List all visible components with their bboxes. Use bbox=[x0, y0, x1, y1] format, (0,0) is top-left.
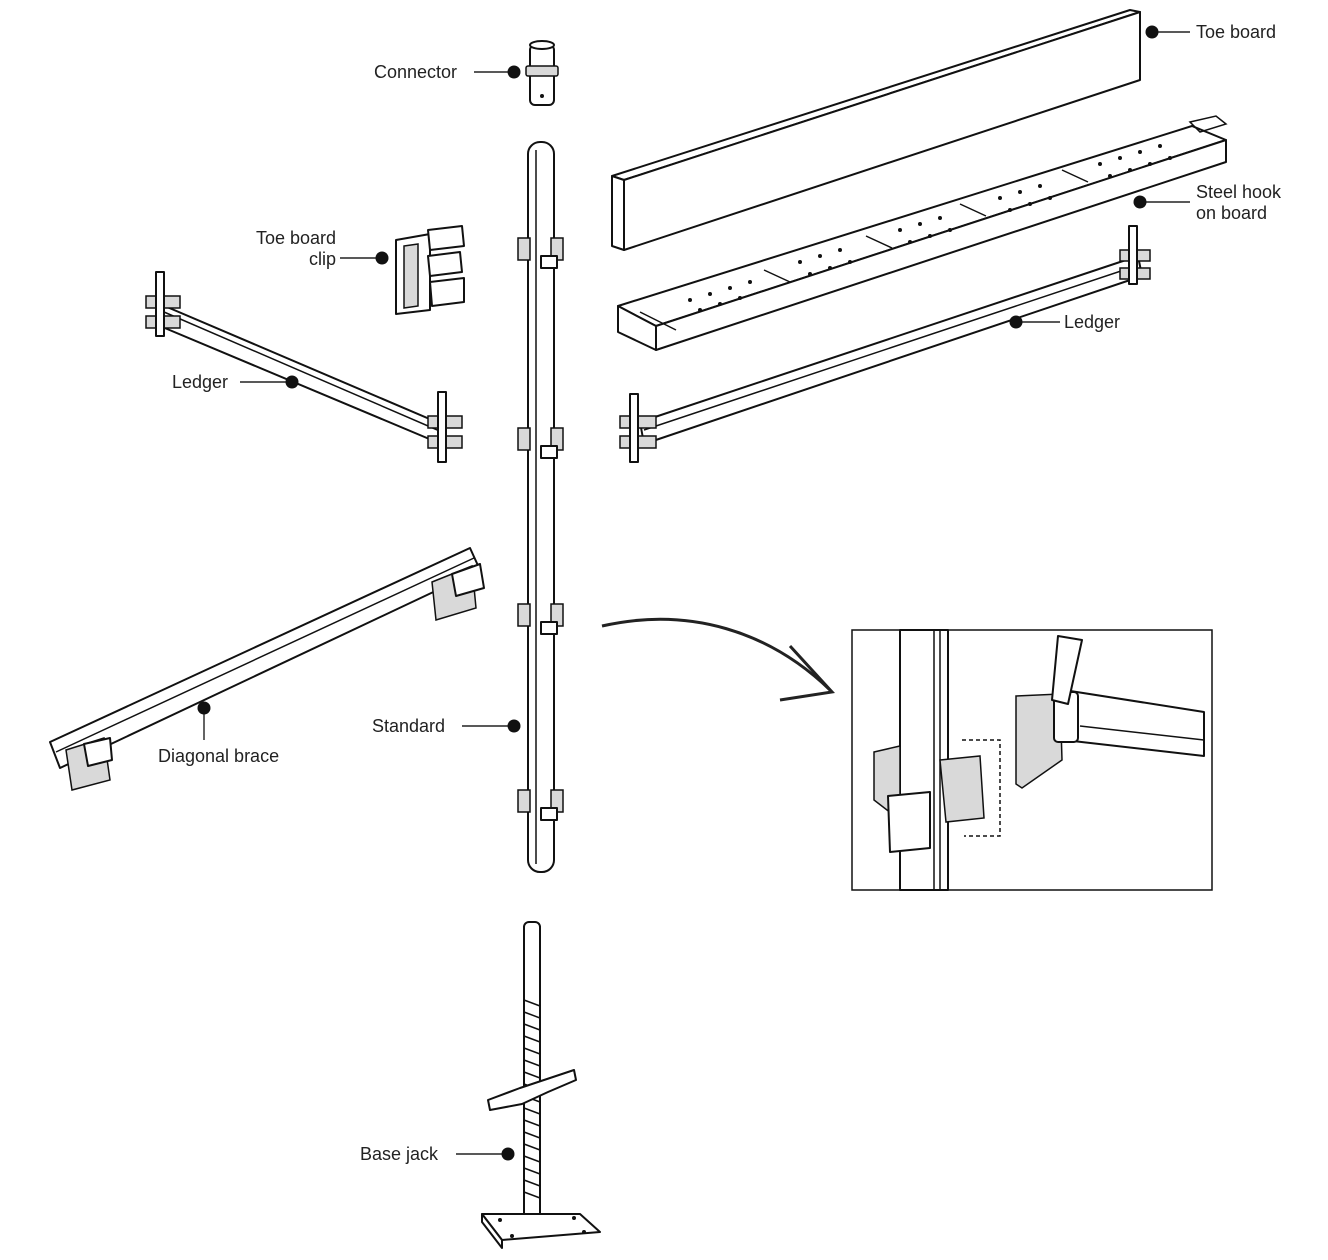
ledger-left-end-a bbox=[145, 271, 181, 337]
label-diagonal-brace: Diagonal brace bbox=[158, 746, 280, 766]
leader-connector bbox=[474, 65, 521, 79]
standard-cup-1 bbox=[517, 237, 564, 269]
leader-toe-board bbox=[1145, 25, 1190, 39]
inset-ledger-end bbox=[1015, 635, 1205, 789]
label-toe-board: Toe board bbox=[1196, 22, 1277, 42]
leader-base-jack bbox=[456, 1147, 515, 1161]
leader-toe-board-clip bbox=[340, 251, 389, 265]
leader-ledger-left bbox=[240, 375, 299, 389]
leader-steel-hook bbox=[1133, 195, 1190, 209]
steel-board-perforations bbox=[688, 144, 1172, 312]
label-ledger-right: Ledger bbox=[1064, 312, 1121, 332]
ledger-left-end-b bbox=[427, 391, 463, 463]
detail-arrow bbox=[601, 617, 835, 702]
label-ledger-left: Ledger bbox=[172, 372, 229, 392]
standard-cup-4 bbox=[517, 789, 564, 821]
toe-board-clip-part bbox=[395, 225, 465, 315]
leader-ledger-right bbox=[1009, 315, 1060, 329]
leader-diagonal-brace bbox=[197, 701, 211, 740]
label-steel-hook-line2: on board bbox=[1196, 203, 1268, 223]
label-base-jack: Base jack bbox=[360, 1144, 439, 1164]
connector-part bbox=[525, 40, 559, 106]
label-toe-board-clip-line2: clip bbox=[308, 249, 336, 269]
ledger-right-part bbox=[619, 225, 1151, 463]
leader-standard bbox=[462, 719, 521, 733]
ledger-right-end-b bbox=[1119, 225, 1151, 285]
label-steel-hook-line1: Steel hook bbox=[1196, 182, 1282, 202]
standard-part bbox=[517, 141, 564, 873]
diagonal-brace-end-a bbox=[65, 737, 113, 791]
standard-cup-2 bbox=[517, 427, 564, 459]
diagonal-brace-end-b bbox=[431, 563, 485, 621]
steel-board-part bbox=[617, 115, 1228, 351]
ledger-right-end-a bbox=[619, 393, 657, 463]
standard-cup-3 bbox=[517, 603, 564, 635]
inset-cup bbox=[873, 739, 1001, 853]
base-jack-part bbox=[481, 921, 601, 1249]
diagonal-brace-part bbox=[49, 547, 485, 791]
label-toe-board-clip-line1: Toe board bbox=[255, 228, 336, 248]
label-standard: Standard bbox=[372, 716, 446, 736]
detail-inset bbox=[851, 629, 1213, 891]
toe-board-part bbox=[611, 9, 1141, 251]
ledger-left-part bbox=[145, 271, 463, 463]
label-connector: Connector bbox=[374, 62, 458, 82]
